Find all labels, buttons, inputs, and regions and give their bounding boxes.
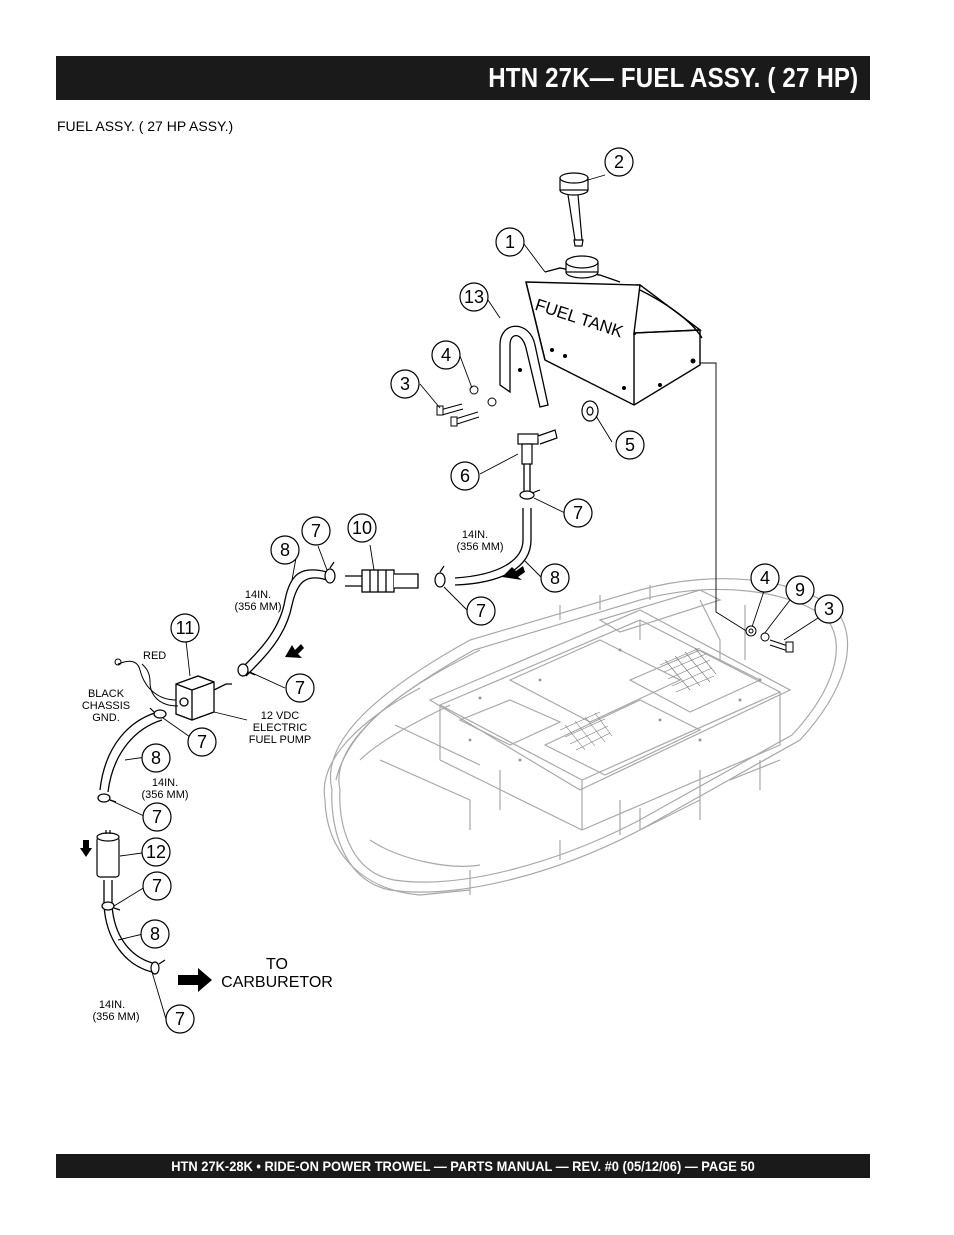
leader-lines [109,174,819,1020]
callout-number: 7 [175,1009,185,1029]
callout-10: 10 [347,513,377,543]
to-label: TO [266,956,288,973]
callout-number: 7 [197,732,207,752]
hose-length-note: 14IN. [99,999,125,1011]
callout-number: 1 [505,232,515,252]
grommet [581,400,599,422]
callout-7: 7 [466,596,496,626]
callout-3: 3 [814,594,844,624]
carburetor-arrow-icon [178,968,212,992]
trowel-frame [323,578,849,896]
callout-number: 8 [280,540,290,560]
hose-length-note: 14IN. [152,777,178,789]
hose-length-mm-note: (356 MM) [234,601,281,613]
callout-number: 3 [824,599,834,619]
tank-strap [499,325,549,408]
callout-number: 8 [150,924,160,944]
header-bar: HTN 27K— FUEL ASSY. ( 27 HP) [56,56,870,100]
wiring-notes: RED BLACK CHASSIS GND. 12 VDC ELECTRIC F… [82,650,311,746]
black-wire-label: BLACK [88,688,125,700]
callout-number: 7 [295,678,305,698]
screws-washers-left [436,385,497,427]
callout-4: 4 [431,340,461,370]
pump-type-label: ELECTRIC [253,722,307,734]
hose-notes: 14IN. (356 MM) 14IN. (356 MM) 14IN. (356… [92,529,503,1023]
hose-length-note: 14IN. [245,589,271,601]
callout-6: 6 [450,461,480,491]
tank-filler-neck [565,255,599,279]
hose-length-mm-note: (356 MM) [92,1011,139,1023]
callout-number: 8 [550,568,560,588]
callout-13: 13 [459,282,489,312]
tee-fitting [517,429,558,465]
callout-number: 3 [400,374,410,394]
red-wire-label: RED [143,650,166,662]
hose-length-mm-note: (356 MM) [141,789,188,801]
callout-number: 8 [151,748,161,768]
callout-1: 1 [495,227,525,257]
callout-8: 8 [141,743,171,773]
chassis-label: CHASSIS [82,700,130,712]
screws-washers-right [745,625,794,653]
callout-8: 8 [270,535,300,565]
deck-holes [468,648,762,762]
callout-9: 9 [785,575,815,605]
page-title: HTN 27K— FUEL ASSY. ( 27 HP) [487,62,858,93]
flow-arrow-icon [502,566,525,580]
callout-number: 7 [152,807,162,827]
callout-balloons: 2 1 13 4 3 5 6 7 8 7 10 7 8 11 7 7 8 7 1… [140,147,844,1034]
callout-11: 11 [170,613,200,643]
callout-7: 7 [301,516,331,546]
flow-arrow-icon [80,840,92,857]
callout-number: 4 [441,345,451,365]
callout-7: 7 [142,802,172,832]
callout-number: 7 [152,876,162,896]
callout-2: 2 [604,147,634,177]
callout-number: 7 [573,503,583,523]
callout-7: 7 [165,1004,195,1034]
callout-12: 12 [141,837,171,867]
callout-5: 5 [615,430,645,460]
pump-name-label: FUEL PUMP [249,734,312,746]
callout-number: 13 [464,287,484,307]
tank-fasteners [518,348,696,390]
callout-number: 10 [352,518,372,538]
callout-number: 7 [476,601,486,621]
callout-number: 7 [311,521,321,541]
flow-arrow-icon [285,644,304,658]
callout-number: 9 [795,580,805,600]
callout-number: 6 [460,466,470,486]
diagram-subtitle: FUEL ASSY. ( 27 HP ASSY.) [57,118,234,134]
footer-text: HTN 27K-28K • RIDE-ON POWER TROWEL — PAR… [171,1158,755,1174]
callout-8: 8 [540,563,570,593]
hose-length-mm-note: (356 MM) [456,541,503,553]
carburetor-label: CARBURETOR [221,974,333,991]
hose-clamps [97,489,541,975]
callout-7: 7 [563,498,593,528]
callout-7: 7 [142,871,172,901]
flow-arrows [80,566,525,992]
fuel-cap [559,172,589,247]
pump-wiring [114,658,179,707]
callout-7: 7 [187,727,217,757]
callout-number: 12 [146,842,166,862]
callout-number: 5 [625,435,635,455]
callout-number: 11 [176,618,195,638]
in-line-filter [96,830,120,878]
callout-8: 8 [140,919,170,949]
callout-3: 3 [390,369,420,399]
hose-length-note: 14IN. [462,529,488,541]
callout-number: 4 [760,568,770,588]
footer-bar: HTN 27K-28K • RIDE-ON POWER TROWEL — PAR… [56,1154,870,1178]
callout-7: 7 [285,673,315,703]
deck-mesh-patch [559,647,717,751]
gnd-label: GND. [92,712,120,724]
electric-fuel-pump [175,675,232,721]
callout-number: 2 [614,152,624,172]
pump-voltage-label: 12 VDC [261,710,300,722]
carburetor-note: TO CARBURETOR [221,956,333,991]
callout-4: 4 [750,563,780,593]
